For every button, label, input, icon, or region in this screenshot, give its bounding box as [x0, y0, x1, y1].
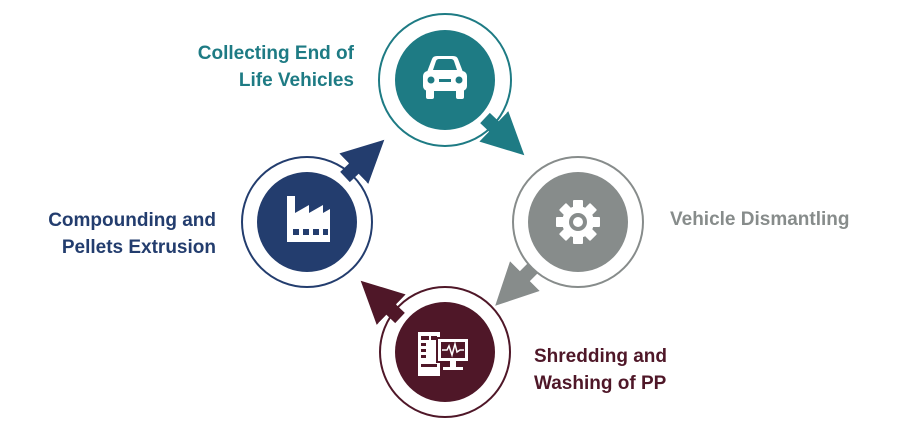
- factory-icon: [287, 196, 330, 242]
- arrow-dismantling-to-shredding: [495, 261, 540, 306]
- car-icon: [423, 56, 467, 99]
- step-shredding-label-line1: Shredding and: [534, 346, 667, 367]
- step-collecting-label-line2: Life Vehicles: [238, 70, 354, 91]
- gear-icon: [556, 200, 600, 244]
- step-collecting-label: Collecting End of Life Vehicles: [198, 40, 354, 94]
- step-compounding-label: Compounding and Pellets Extrusion: [48, 207, 216, 261]
- step-shredding-node: [379, 286, 511, 418]
- step-dismantling-label-line1: Vehicle Dismantling: [670, 209, 850, 230]
- step-compounding-label-line2: Pellets Extrusion: [61, 237, 216, 258]
- arrow-collecting-to-dismantling: [479, 111, 525, 156]
- step-collecting-node: [378, 13, 512, 147]
- arrow-compounding-to-collecting: [339, 139, 385, 184]
- step-collecting-label-line1: Collecting End of: [197, 43, 354, 64]
- step-shredding-label-line2: Washing of PP: [534, 373, 667, 394]
- arrow-shredding-to-compounding: [360, 280, 406, 325]
- step-dismantling-label: Vehicle Dismantling: [670, 206, 850, 233]
- shredder-machine-icon: [418, 332, 470, 376]
- step-compounding-label-line1: Compounding and: [48, 210, 216, 231]
- step-dismantling-node: [512, 156, 644, 288]
- step-compounding-node: [241, 156, 373, 288]
- step-shredding-label: Shredding and Washing of PP: [534, 343, 667, 397]
